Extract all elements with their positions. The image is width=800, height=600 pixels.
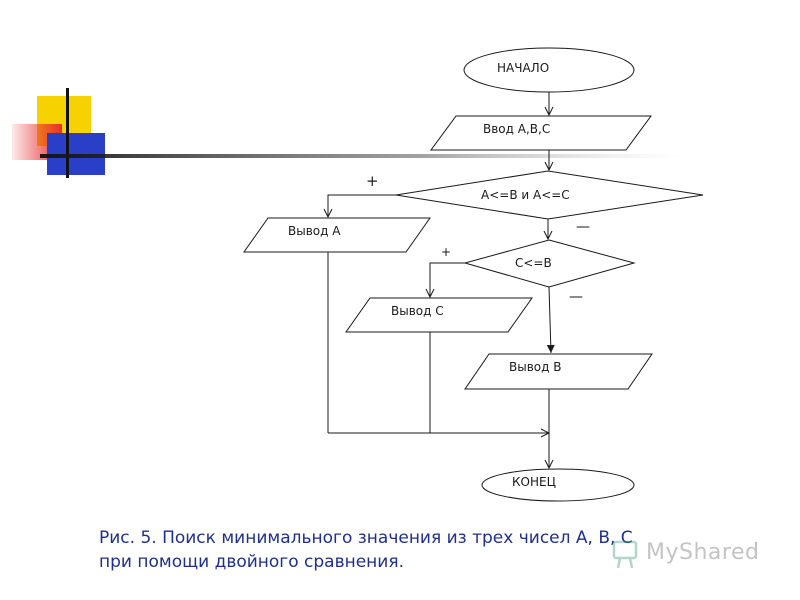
output-b-label: Вывод B (509, 360, 561, 374)
input-parallelogram (430, 115, 652, 151)
decorative-corner (12, 88, 680, 178)
output-c-parallelogram (345, 297, 533, 333)
deco-vertical-bar (66, 88, 69, 178)
caption-line-2: при помощи двойного сравнения. (99, 552, 404, 572)
condition2-label: C<=B (515, 256, 552, 270)
output-a-label: Вывод A (288, 224, 341, 238)
start-label: НАЧАЛО (497, 61, 549, 75)
cond1-yes-sign: + (366, 172, 379, 190)
deco-horizontal-line (40, 154, 680, 158)
figure-caption: Рис. 5. Поиск минимального значения из т… (99, 526, 719, 574)
connector-cond2-no (546, 286, 555, 354)
input-label: Ввод A,B,C (483, 122, 550, 136)
cond1-no-sign: — (576, 219, 590, 235)
output-c-label: Вывод C (391, 304, 444, 318)
output-a-parallelogram (243, 217, 431, 253)
condition1-label: A<=B и A<=C (481, 188, 570, 202)
watermark-text: MyShared (646, 540, 760, 565)
end-terminal (481, 468, 635, 502)
caption-line-1: Рис. 5. Поиск минимального значения из т… (99, 528, 633, 548)
watermark-logo-icon (612, 540, 638, 569)
connector-cond1-yes (328, 194, 396, 217)
cond2-no-sign: — (569, 289, 583, 305)
end-label: КОНЕЦ (512, 475, 556, 489)
watermark: MyShared (610, 536, 770, 570)
cond2-yes-sign: + (441, 245, 451, 259)
connector-cond2-yes (430, 262, 465, 297)
output-b-parallelogram (464, 353, 653, 390)
